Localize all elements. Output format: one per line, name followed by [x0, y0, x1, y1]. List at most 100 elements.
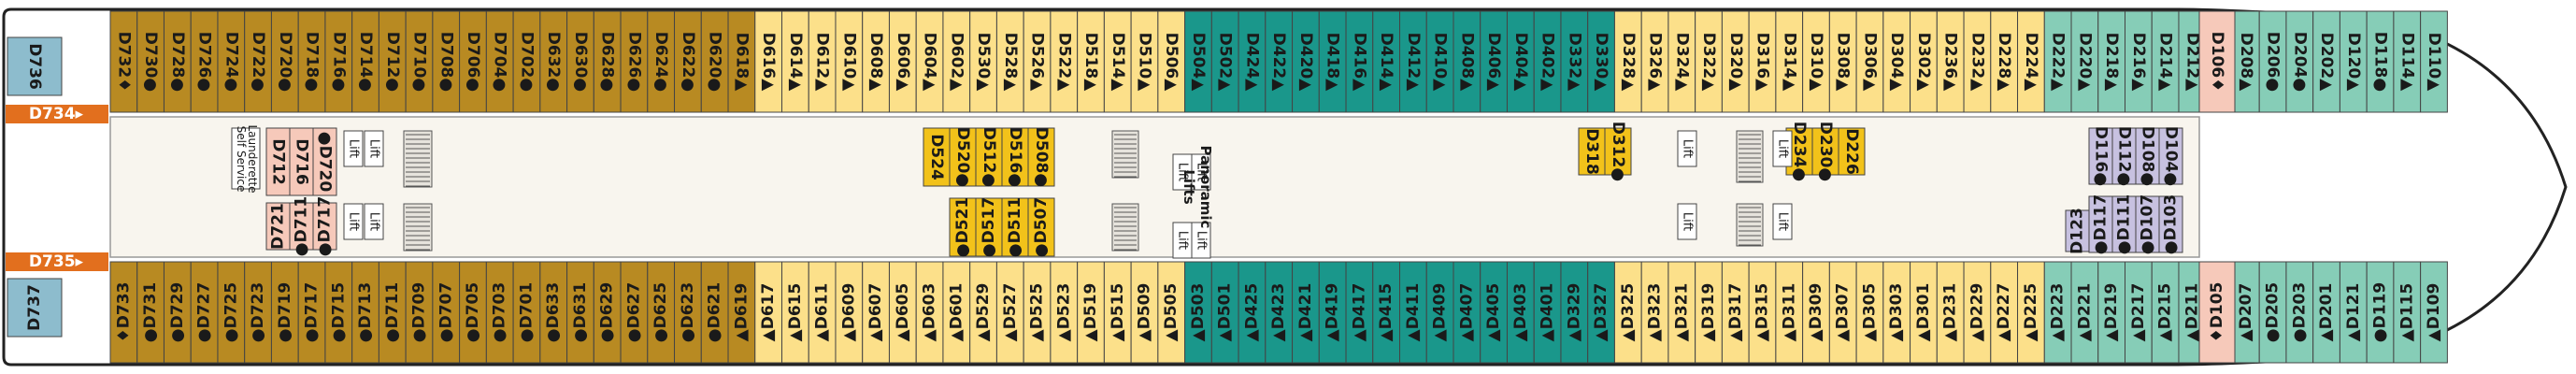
cabin-bottom[interactable]: ▲D515 — [1103, 261, 1132, 364]
inner-cabin-lavender[interactable]: ●D103 — [2158, 194, 2183, 254]
cabin-bottom[interactable]: ●D707 — [432, 261, 461, 364]
cabin-bottom[interactable]: ▲D419 — [1318, 261, 1347, 364]
cabin-bottom[interactable]: ▲D617 — [754, 261, 783, 364]
cabin-bottom[interactable]: ▲D601 — [942, 261, 971, 364]
cabin-top[interactable]: D416▲ — [1345, 10, 1374, 113]
cabin-bottom[interactable]: ●D717 — [297, 261, 326, 364]
cabin-bottom[interactable]: ●D625 — [647, 261, 676, 364]
cabin-bottom[interactable]: ●D731 — [136, 261, 165, 364]
cabin-bottom[interactable]: ●D701 — [512, 261, 541, 364]
cabin-bottom[interactable]: ▲D109 — [2420, 261, 2448, 364]
cabin-top[interactable]: D530▲ — [969, 10, 997, 113]
cabin-bottom[interactable]: ▲D201 — [2312, 261, 2340, 364]
cabin-top[interactable]: D726● — [190, 10, 219, 113]
cabin-bottom[interactable]: ▲D403 — [1506, 261, 1535, 364]
cabin-top[interactable]: D716● — [324, 10, 353, 113]
cabin-top[interactable]: D602▲ — [942, 10, 971, 113]
inner-cabin-lavender[interactable]: D108● — [2135, 126, 2160, 186]
cabin-bottom[interactable]: ▲D219 — [2097, 261, 2126, 364]
cabin-bottom[interactable]: ●D623 — [674, 261, 702, 364]
cabin-bottom[interactable]: ▲D501 — [1210, 261, 1239, 364]
cabin-top[interactable]: D728● — [163, 10, 192, 113]
cabin-top[interactable]: D630● — [566, 10, 594, 113]
cabin-top[interactable]: D236▲ — [1936, 10, 1965, 113]
cabin-bottom[interactable]: ▲D121 — [2339, 261, 2368, 364]
cabin-top[interactable]: D414▲ — [1372, 10, 1401, 113]
inner-cabin-gold[interactable]: D312● — [1604, 122, 1632, 181]
cabin-bottom[interactable]: ▲D301 — [1910, 261, 1938, 364]
cabin-top[interactable]: D206● — [2258, 10, 2287, 113]
cabin-bottom[interactable]: ▲D505 — [1157, 261, 1186, 364]
cabin-top[interactable]: D518▲ — [1077, 10, 1105, 113]
cabin-top[interactable]: D732♦ — [109, 10, 138, 113]
cabin-top[interactable]: D232▲ — [1963, 10, 1992, 113]
cabin-bottom[interactable]: ●D627 — [620, 261, 649, 364]
cabin-bottom[interactable]: ▲D401 — [1533, 261, 1562, 364]
cabin-top[interactable]: D526▲ — [1023, 10, 1052, 113]
cabin-bottom[interactable]: ●D709 — [405, 261, 434, 364]
cabin-top[interactable]: D216▲ — [2125, 10, 2153, 113]
cabin-bottom[interactable]: ▲D423 — [1265, 261, 1294, 364]
cabin-top[interactable]: D310▲ — [1802, 10, 1830, 113]
cabin-top[interactable]: D220▲ — [2070, 10, 2099, 113]
cabin-aft-side-top[interactable]: D734▸ — [6, 105, 108, 123]
cabin-top[interactable]: D510▲ — [1130, 10, 1159, 113]
inner-cabin-lavender-single[interactable]: D123 — [2065, 208, 2090, 254]
inner-cabin-lavender[interactable]: ●D111 — [2111, 194, 2137, 254]
cabin-top[interactable]: D624● — [647, 10, 676, 113]
cabin-bottom[interactable]: ▲D225 — [2017, 261, 2045, 364]
cabin-aft-side-bottom[interactable]: D735▸ — [6, 252, 108, 271]
cabin-top[interactable]: D722● — [244, 10, 272, 113]
cabin-top[interactable]: D418▲ — [1318, 10, 1347, 113]
cabin-bottom[interactable]: ▲D223 — [2043, 261, 2072, 364]
inner-cabin-gold[interactable]: D520● — [949, 127, 977, 187]
inner-cabin-gold[interactable]: D230● — [1811, 122, 1839, 181]
cabin-bottom[interactable]: ▲D115 — [2393, 261, 2422, 364]
cabin-top[interactable]: D110▲ — [2420, 10, 2448, 113]
inner-cabin-lavender[interactable]: D116● — [2088, 126, 2113, 186]
cabin-top[interactable]: D204● — [2285, 10, 2314, 113]
cabin-top[interactable]: D612▲ — [808, 10, 837, 113]
inner-cabin-gold[interactable]: ●D511 — [1001, 197, 1029, 257]
cabin-bottom[interactable]: ▲D529 — [969, 261, 997, 364]
cabin-top[interactable]: D420▲ — [1292, 10, 1320, 113]
cabin-fwd-top[interactable]: D106♦ — [2198, 10, 2236, 113]
cabin-bottom[interactable]: ▲D309 — [1802, 261, 1830, 364]
cabin-bottom[interactable]: ●D631 — [566, 261, 594, 364]
cabin-bottom[interactable]: ▲D603 — [915, 261, 944, 364]
cabin-top[interactable]: D322▲ — [1695, 10, 1723, 113]
cabin-bottom[interactable]: ▲D609 — [835, 261, 864, 364]
cabin-top[interactable]: D326▲ — [1640, 10, 1669, 113]
cabin-bottom[interactable]: ▲D227 — [1990, 261, 2019, 364]
cabin-bottom[interactable]: ●D725 — [217, 261, 246, 364]
cabin-top[interactable]: D620● — [700, 10, 729, 113]
cabin-top[interactable]: D222▲ — [2043, 10, 2072, 113]
cabin-bottom[interactable]: ▲D405 — [1480, 261, 1508, 364]
cabin-top[interactable]: D406▲ — [1480, 10, 1508, 113]
cabin-bottom[interactable]: ▲D407 — [1453, 261, 1481, 364]
cabin-top[interactable]: D702● — [512, 10, 541, 113]
cabin-bottom[interactable]: ●D723 — [244, 261, 272, 364]
cabin-top[interactable]: D718● — [297, 10, 326, 113]
cabin-bottom[interactable]: ▲D415 — [1372, 261, 1401, 364]
cabin-bottom[interactable]: ▲D231 — [1936, 261, 1965, 364]
cabin-top[interactable]: D720● — [270, 10, 299, 113]
inner-cabin-gold[interactable]: D318 — [1578, 127, 1606, 176]
cabin-top[interactable]: D306▲ — [1855, 10, 1884, 113]
cabin-top[interactable]: D408▲ — [1453, 10, 1481, 113]
cabin-top[interactable]: D120▲ — [2339, 10, 2368, 113]
cabin-bottom[interactable]: ▲D411 — [1399, 261, 1427, 364]
cabin-top[interactable]: D332▲ — [1560, 10, 1589, 113]
cabin-top[interactable]: D528▲ — [995, 10, 1024, 113]
cabin-top[interactable]: D404▲ — [1506, 10, 1535, 113]
inner-cabin-lavender[interactable]: ●D107 — [2135, 194, 2160, 254]
cabin-top[interactable]: D214▲ — [2151, 10, 2180, 113]
cabin-bottom[interactable]: ▲D519 — [1077, 261, 1105, 364]
inner-cabin-gold[interactable]: ●D507 — [1027, 197, 1055, 257]
cabin-top[interactable]: D704● — [485, 10, 514, 113]
cabin-bottom[interactable]: ▲D307 — [1828, 261, 1857, 364]
cabin-top[interactable]: D208▲ — [2231, 10, 2260, 113]
inner-cabin-gold[interactable]: D226 — [1838, 127, 1866, 176]
cabin-top[interactable]: D330▲ — [1587, 10, 1615, 113]
cabin-bottom[interactable]: ▲D321 — [1667, 261, 1696, 364]
